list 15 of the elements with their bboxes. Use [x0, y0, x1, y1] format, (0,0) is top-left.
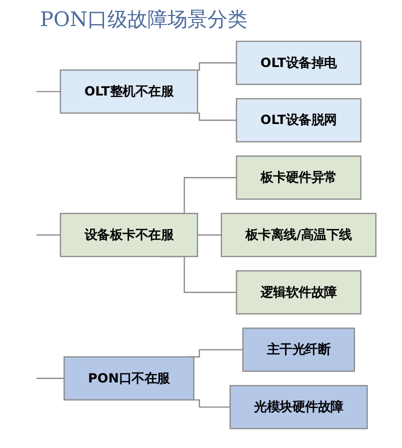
node-box: OLT设备脱网	[236, 98, 362, 142]
node-box: 主干光纤断	[242, 328, 356, 372]
connector	[36, 378, 65, 380]
connector	[36, 234, 61, 236]
node-box: OLT整机不在服	[60, 69, 198, 114]
node-box: 光模块硬件故障	[230, 384, 368, 430]
node-box: 设备板卡不在服	[60, 212, 198, 258]
node-box: PON口不在服	[64, 356, 195, 401]
diagram-title: PON口级故障场景分类	[39, 6, 248, 33]
connector	[36, 90, 61, 92]
node-box: OLT设备掉电	[236, 40, 362, 86]
node-box: 逻辑软件故障	[236, 270, 362, 314]
node-box: 板卡硬件异常	[236, 156, 362, 200]
connector	[198, 234, 222, 236]
node-box: 板卡离线/高温下线	[221, 212, 377, 258]
